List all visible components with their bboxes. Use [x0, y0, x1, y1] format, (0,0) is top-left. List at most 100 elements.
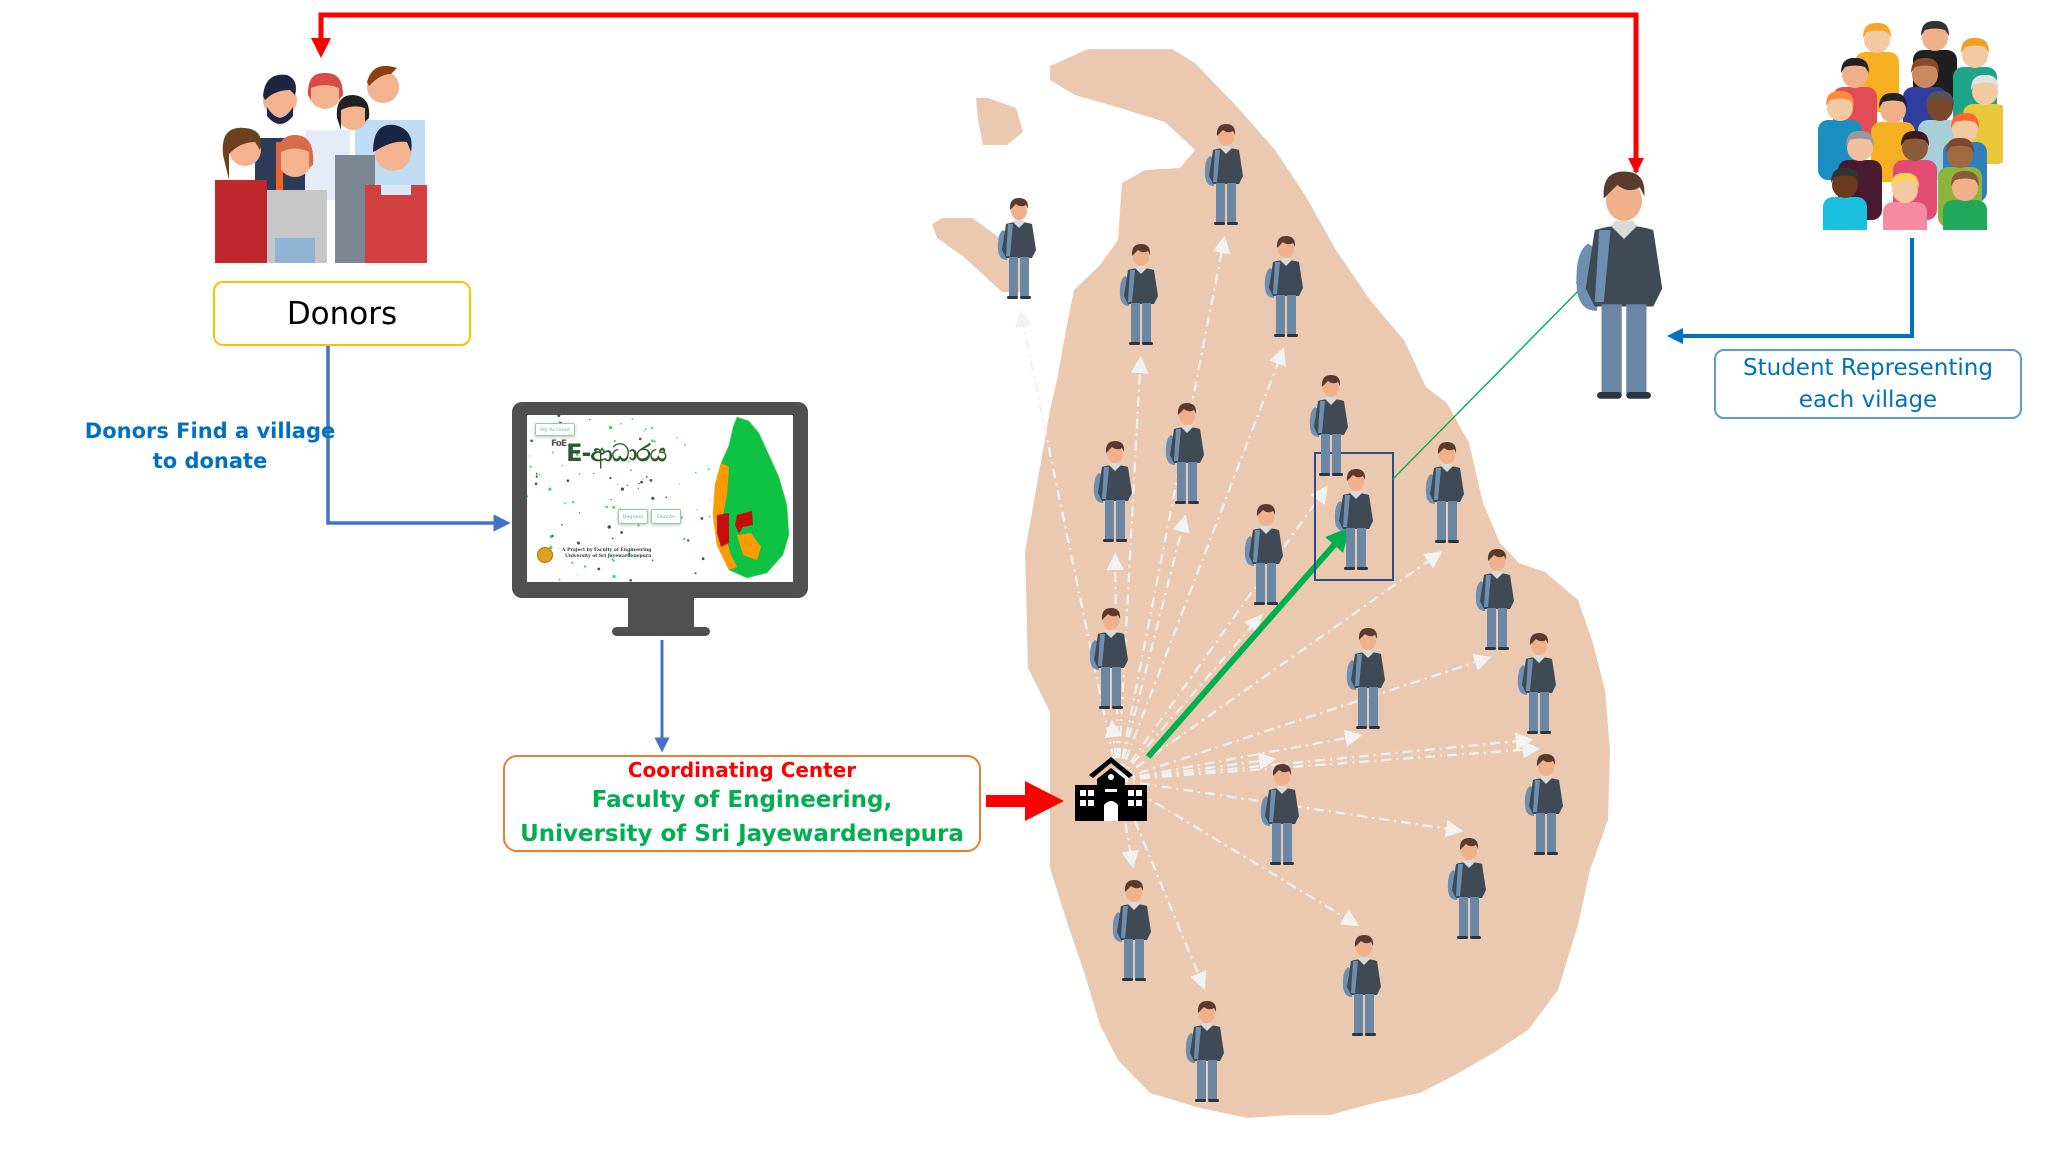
screen-particle — [593, 472, 595, 475]
screen-sri-lanka-map — [712, 416, 790, 579]
distribution-arrow — [1116, 347, 1286, 781]
screen-particle — [629, 579, 632, 582]
distribution-arrow — [1117, 752, 1277, 782]
screen-particle — [620, 487, 624, 491]
student-icon — [1576, 171, 1663, 399]
village-crowd-icon — [1818, 20, 2003, 230]
student-representative-figure — [1576, 171, 1663, 399]
screen-particle — [683, 443, 686, 446]
screen-particle — [708, 515, 711, 518]
screen-particle — [602, 451, 605, 454]
screen-particle — [612, 505, 616, 509]
credit-line1: A Project by Faculty of Engineering — [562, 548, 652, 553]
screen-particle — [576, 541, 580, 545]
screen-particle — [558, 420, 560, 422]
logo-text: E-ආධාරය — [566, 439, 667, 467]
screen-particle — [612, 574, 616, 579]
screen-particle — [627, 552, 631, 556]
screen-particle — [613, 440, 616, 443]
distribution-arrow — [1116, 355, 1149, 781]
screen-particle — [529, 455, 531, 457]
monitor-stand — [628, 598, 694, 628]
distribution-arrows — [1015, 235, 1541, 990]
screen-particle — [557, 415, 561, 417]
donors-box: Donors — [213, 281, 471, 346]
university-seal-icon — [537, 547, 553, 563]
map-student-19 — [1342, 935, 1381, 1036]
student-representative-label: Student Representing each village — [1714, 349, 2022, 419]
screen-particle — [696, 509, 698, 511]
screen-particle — [551, 534, 554, 538]
map-student-5 — [1309, 375, 1348, 476]
highlight-box — [1314, 452, 1394, 581]
my-account-button[interactable]: My Account — [535, 423, 575, 436]
screen-particle — [649, 479, 653, 482]
screen-particle — [651, 496, 655, 500]
map-student-2 — [1204, 124, 1243, 225]
screen-particle — [571, 561, 574, 564]
screen-particle — [617, 483, 619, 485]
distribution-arrow — [1117, 740, 1541, 782]
coordinating-center-box: Coordinating Center Faculty of Engineeri… — [503, 755, 981, 852]
center-to-school-arrow — [986, 781, 1064, 821]
map-student-13 — [1346, 628, 1385, 729]
monitor-icon: My Account FoEE-ආධාරය Request Donate A P… — [512, 402, 808, 640]
screen-particle — [564, 502, 566, 504]
screen-particle — [561, 524, 563, 526]
screen-particle — [535, 472, 538, 475]
screen-particle — [645, 476, 648, 478]
screen-particle — [583, 565, 587, 568]
screen-particle — [609, 554, 612, 556]
villager — [1883, 172, 1927, 230]
screen-particle — [638, 437, 642, 441]
screen-particle — [676, 437, 678, 439]
map-mainland — [1025, 49, 1610, 1118]
map-student-1 — [997, 198, 1036, 299]
screen-particle — [530, 439, 533, 443]
screen-particle — [651, 559, 654, 561]
map-student-8 — [1425, 442, 1464, 543]
screen-particle — [700, 517, 704, 520]
screen-particle — [694, 572, 697, 575]
screen-particle — [637, 524, 640, 527]
screen-particle — [644, 428, 647, 431]
screen-particle — [534, 482, 538, 486]
map-student-9 — [1334, 469, 1373, 570]
screen-particle — [610, 499, 612, 501]
screen-particle — [611, 558, 614, 561]
screen-particle — [650, 439, 654, 442]
screen-particle — [631, 418, 634, 420]
map-student-3 — [1119, 244, 1158, 345]
screen-particle — [620, 422, 622, 425]
villagers-to-student-arrow — [1667, 238, 1914, 344]
screen-particle — [571, 501, 575, 504]
representative-arrow — [1392, 276, 1593, 480]
screen-particle — [665, 496, 667, 498]
request-button[interactable]: Request — [618, 509, 648, 524]
villager — [1823, 167, 1867, 230]
screen-particle — [611, 537, 614, 540]
donor-group-icon — [215, 65, 427, 263]
coordinating-center-line2: University of Sri Jayewardenepura — [520, 820, 964, 847]
find-label-line1: Donors Find a village — [84, 419, 336, 443]
donate-button[interactable]: Donate — [651, 509, 681, 524]
distribution-arrow — [1117, 732, 1534, 782]
monitor-frame: My Account FoEE-ආධාරය Request Donate A P… — [512, 402, 808, 598]
screen-particle — [630, 469, 632, 471]
donor-to-website-arrow — [326, 346, 511, 532]
feedback-arrowhead-student — [1628, 158, 1644, 174]
screen-particle — [566, 479, 570, 482]
monitor-base — [612, 627, 710, 636]
distribution-arrow — [1116, 235, 1231, 781]
screen-particle — [551, 451, 554, 454]
distribution-arrow — [1104, 719, 1123, 781]
screen-particle — [628, 460, 630, 463]
website-screenshot: My Account FoEE-ආධාරය Request Donate A P… — [527, 415, 793, 582]
screen-particle — [619, 508, 621, 510]
screen-particle — [605, 505, 608, 509]
screen-particle — [687, 539, 690, 542]
screen-particle — [707, 468, 710, 471]
screen-particle — [638, 482, 640, 485]
distribution-arrow — [1117, 779, 1360, 927]
screen-particle — [609, 476, 612, 480]
